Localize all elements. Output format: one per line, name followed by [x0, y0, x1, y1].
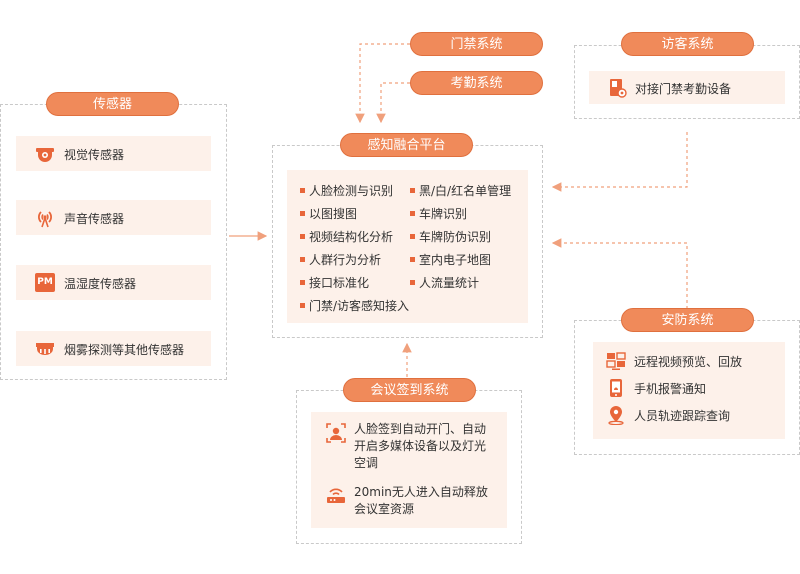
visitor-item-label: 对接门禁考勤设备 — [635, 82, 732, 96]
meeting-panel: 人脸签到自动开门、自动开启多媒体设备以及灯光空调 20min无人进入自动释放会议… — [311, 412, 507, 528]
platform-feature: 视频结构化分析 — [309, 230, 394, 244]
access-system-title: 门禁系统 — [410, 32, 543, 56]
smoke-detector-icon — [36, 343, 54, 355]
visitor-item: 对接门禁考勤设备 — [589, 71, 785, 104]
meeting-item-label: 人脸签到自动开门、自动开启多媒体设备以及灯光空调 — [354, 422, 487, 470]
bullet — [410, 211, 415, 216]
location-pin-icon — [608, 406, 624, 425]
security-item-label: 人员轨迹跟踪查询 — [634, 409, 731, 423]
visitor-system-title: 访客系统 — [621, 32, 754, 56]
bullet — [410, 188, 415, 193]
platform-feature: 车牌识别 — [419, 207, 468, 221]
arrow-access-to-platform — [355, 43, 410, 124]
pm-icon: PM — [35, 273, 55, 292]
platform-feature: 接口标准化 — [309, 276, 370, 290]
sensor-label: 声音传感器 — [64, 212, 125, 226]
sensor-item-smoke: 烟雾探测等其他传感器 — [16, 331, 211, 366]
arrow-attendance-to-platform — [376, 82, 410, 124]
bullet — [300, 257, 305, 262]
sensor-item-visual: 视觉传感器 — [16, 136, 211, 171]
platform-feature: 车牌防伪识别 — [419, 230, 492, 244]
arrow-visitor-to-platform — [551, 132, 688, 192]
sensor-item-sound: 声音传感器 — [16, 200, 211, 235]
monitor-icon — [606, 352, 626, 370]
attendance-system-title: 考勤系统 — [410, 71, 543, 95]
bullet — [300, 188, 305, 193]
bullet — [300, 280, 305, 285]
sensor-label: 温湿度传感器 — [64, 277, 137, 291]
bullet — [410, 280, 415, 285]
meeting-system-title: 会议签到系统 — [343, 378, 476, 402]
platform-feature: 门禁/访客感知接入 — [309, 299, 410, 313]
bullet — [300, 303, 305, 308]
face-signin-icon — [326, 423, 346, 443]
platform-feature: 人群行为分析 — [309, 253, 382, 267]
platform-feature: 黑/白/红名单管理 — [419, 184, 512, 198]
platform-panel — [287, 170, 528, 323]
bullet — [410, 257, 415, 262]
meeting-item-label: 20min无人进入自动释放会议室资源 — [354, 485, 488, 516]
access-device-icon — [610, 79, 627, 98]
sound-icon — [38, 211, 52, 228]
security-panel: 远程视频预览、回放 手机报警通知 人员轨迹跟踪查询 — [593, 342, 785, 439]
sensor-label: 烟雾探测等其他传感器 — [64, 343, 185, 357]
platform-feature: 人流量统计 — [419, 276, 480, 290]
bullet — [410, 234, 415, 239]
security-item-label: 手机报警通知 — [634, 382, 707, 396]
bullet — [300, 234, 305, 239]
arrow-security-to-platform — [551, 238, 688, 309]
sensor-label: 视觉传感器 — [64, 148, 125, 162]
phone-alarm-icon — [610, 379, 622, 397]
camera-icon — [36, 148, 54, 162]
bullet — [300, 211, 305, 216]
platform-feature: 室内电子地图 — [419, 253, 492, 267]
platform-feature: 以图搜图 — [309, 207, 358, 221]
platform-title: 感知融合平台 — [340, 133, 473, 157]
sensor-item-temp-humidity: PM 温湿度传感器 — [16, 265, 211, 300]
sensors-title: 传感器 — [46, 92, 179, 116]
router-icon — [327, 488, 345, 503]
security-system-title: 安防系统 — [621, 308, 754, 332]
platform-feature: 人脸检测与识别 — [309, 184, 394, 198]
security-item-label: 远程视频预览、回放 — [634, 355, 743, 369]
